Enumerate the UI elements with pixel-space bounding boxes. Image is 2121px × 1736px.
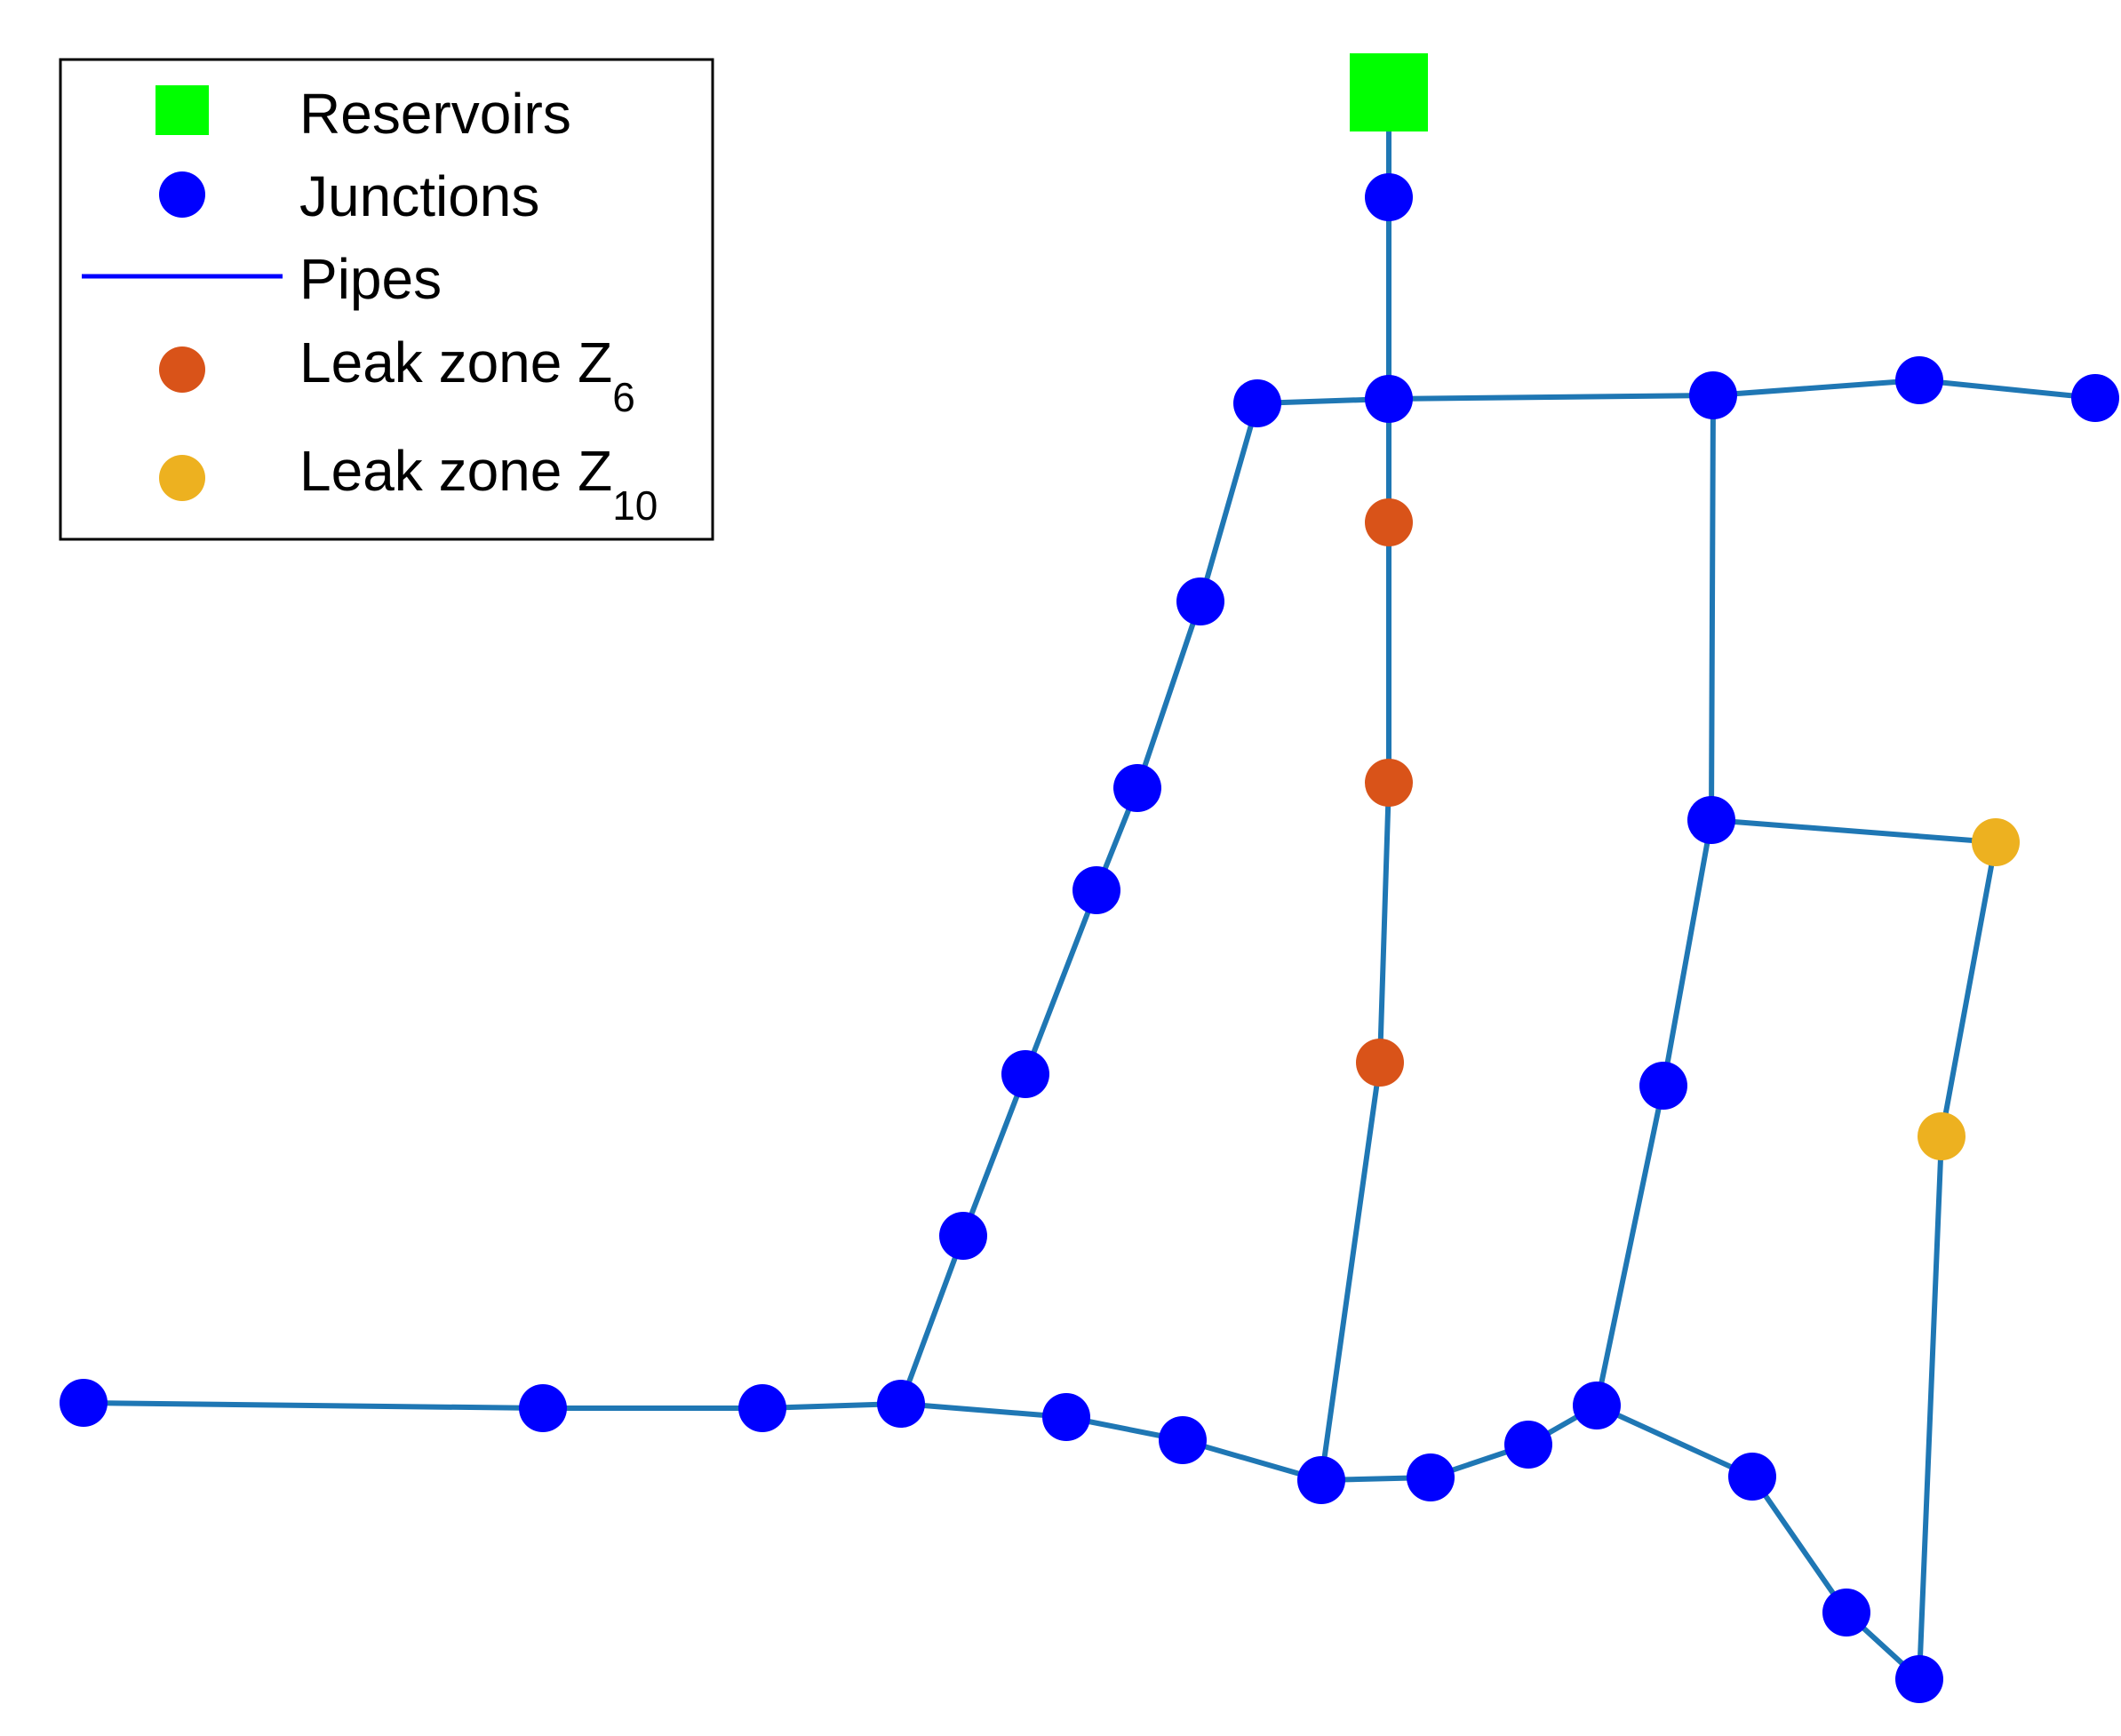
pipe-n26-n28 <box>1939 840 1998 1139</box>
legend-label-leak-z10: Leak zone Z10 <box>299 439 658 529</box>
legend-label-pipes: Pipes <box>299 247 442 311</box>
junction-n1 <box>1365 173 1413 221</box>
pipe-n25-n27 <box>1661 817 1714 1088</box>
legend-label-leak-z6-sub: 6 <box>612 374 635 420</box>
junction-n19 <box>1042 1393 1090 1441</box>
junction-n5 <box>1895 356 1943 404</box>
junction-n14 <box>939 1212 987 1260</box>
junction-n11 <box>1113 764 1161 812</box>
pipe-n15-n19 <box>898 1401 1069 1420</box>
leak-z6-node-n8 <box>1365 759 1413 807</box>
junction-n10 <box>1176 577 1224 625</box>
leak-z10-node-n28 <box>1918 1112 1966 1160</box>
legend-leak-z6-marker <box>159 346 205 393</box>
junction-n23 <box>1504 1421 1552 1469</box>
legend-junction-marker <box>159 171 205 218</box>
junction-n4 <box>1689 371 1737 419</box>
junction-n30 <box>1822 1589 1870 1636</box>
junction-n6 <box>2071 374 2119 422</box>
junction-n27 <box>1639 1062 1687 1110</box>
junction-n3 <box>1233 379 1281 427</box>
pipe-n10-n11 <box>1135 599 1203 791</box>
junction-n13 <box>1001 1050 1049 1098</box>
pipe-n27-n24 <box>1594 1083 1666 1408</box>
legend-leak-z10-marker <box>159 455 205 501</box>
junction-n18 <box>738 1384 786 1432</box>
junction-n2 <box>1365 375 1413 423</box>
legend: Reservoirs Junctions Pipes Leak zone Z6 … <box>59 58 714 541</box>
pipe-n3-n10 <box>1198 401 1260 604</box>
legend-label-leak-z6-main: Leak zone Z <box>299 330 612 394</box>
legend-label-leak-z10-sub: 10 <box>612 482 658 529</box>
junction-n24 <box>1573 1382 1621 1429</box>
pipe-n20-n21 <box>1180 1437 1324 1483</box>
legend-reservoir-marker <box>155 85 209 135</box>
pipe-n12-n13 <box>1023 888 1099 1077</box>
legend-label-junctions: Junctions <box>299 164 539 228</box>
junction-n31 <box>1895 1655 1943 1703</box>
leak-z6-node-n7 <box>1365 498 1413 546</box>
nodes-layer <box>60 53 2119 1703</box>
junction-n16 <box>60 1379 108 1427</box>
junction-n17 <box>519 1384 567 1432</box>
pipe-n29-n30 <box>1750 1474 1849 1615</box>
pipe-n5-n6 <box>1917 378 2098 401</box>
junction-n15 <box>877 1380 925 1428</box>
leak-z10-node-n26 <box>1972 818 2020 866</box>
junction-n21 <box>1297 1456 1345 1504</box>
junction-n12 <box>1072 866 1120 914</box>
junction-n29 <box>1728 1453 1776 1501</box>
leak-z6-node-n9 <box>1356 1039 1404 1087</box>
legend-label-leak-z6: Leak zone Z6 <box>299 330 635 420</box>
pipe-n28-n31 <box>1917 1134 1944 1682</box>
pipe-n4-n5 <box>1710 378 1922 398</box>
pipe-n25-n26 <box>1709 817 1998 845</box>
reservoir-node <box>1350 53 1428 131</box>
pipe-n24-n29 <box>1594 1403 1755 1479</box>
pipe-n13-n14 <box>961 1071 1028 1238</box>
pipe-n9-n21 <box>1319 1060 1383 1483</box>
pipe-n16-n17 <box>81 1400 546 1411</box>
junction-n20 <box>1159 1416 1207 1464</box>
pipe-n4-n25 <box>1709 393 1716 823</box>
junction-n22 <box>1407 1453 1455 1501</box>
legend-label-leak-z10-main: Leak zone Z <box>299 439 612 503</box>
pipe-n2-n4 <box>1386 393 1716 402</box>
pipe-n8-n9 <box>1377 780 1391 1065</box>
junction-n25 <box>1687 796 1735 844</box>
pipe-n14-n15 <box>898 1233 966 1406</box>
legend-label-reservoirs: Reservoirs <box>299 82 571 146</box>
